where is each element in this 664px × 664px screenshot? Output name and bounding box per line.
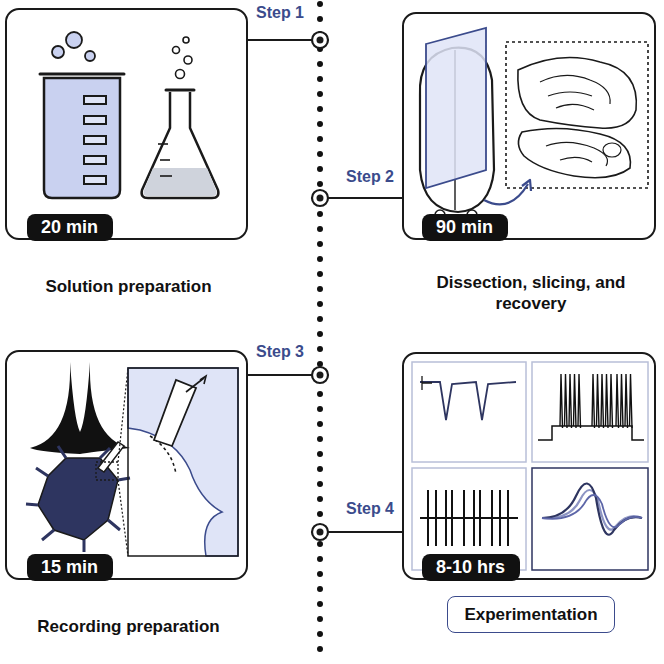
- step-panel: 90 minDissection, slicing, and recovery: [402, 12, 656, 240]
- patch-pipette-icon: [26, 362, 238, 556]
- duration-text: 15 min: [27, 554, 112, 581]
- brain-slice-icon: [420, 28, 648, 232]
- step-marker: Step 4: [310, 522, 330, 542]
- step-panel: 8-10 hrsExperimentation: [402, 352, 656, 580]
- step-circle: [310, 365, 330, 385]
- boxed-caption: Experimentation: [447, 596, 614, 633]
- step-panel: 15 minRecording preparation: [5, 350, 248, 580]
- recording-traces: [412, 362, 648, 570]
- step-circle: [310, 522, 330, 542]
- step-marker: Step 2: [310, 188, 330, 208]
- timeline-connector: [328, 531, 402, 533]
- step-caption: Solution preparation: [45, 276, 211, 297]
- duration-text: 90 min: [422, 214, 507, 241]
- timeline-connector: [248, 374, 312, 376]
- step-circle: [310, 188, 330, 208]
- duration-badge: 15 min: [27, 554, 113, 581]
- step-label: Step 3: [256, 343, 304, 361]
- beaker-icon: [40, 32, 124, 198]
- timeline-connector: [328, 197, 402, 199]
- duration-badge: 8-10 hrs: [422, 554, 520, 581]
- step-marker: Step 1: [310, 30, 330, 50]
- flask-icon: [142, 37, 219, 198]
- duration-text: 8-10 hrs: [422, 554, 519, 581]
- step-label: Step 1: [256, 4, 304, 22]
- step-caption: Dissection, slicing, and recovery: [431, 272, 631, 315]
- timeline-connector: [248, 39, 312, 41]
- duration-badge: 20 min: [27, 214, 113, 241]
- duration-text: 20 min: [27, 214, 112, 241]
- timeline-dots: [317, 4, 323, 662]
- duration-badge: 90 min: [422, 214, 508, 241]
- step-panel: 20 minSolution preparation: [5, 8, 248, 240]
- step-label: Step 4: [346, 500, 394, 518]
- step-label: Step 2: [346, 168, 394, 186]
- step-caption: Recording preparation: [37, 616, 219, 637]
- step-circle: [310, 30, 330, 50]
- step-marker: Step 3: [310, 365, 330, 385]
